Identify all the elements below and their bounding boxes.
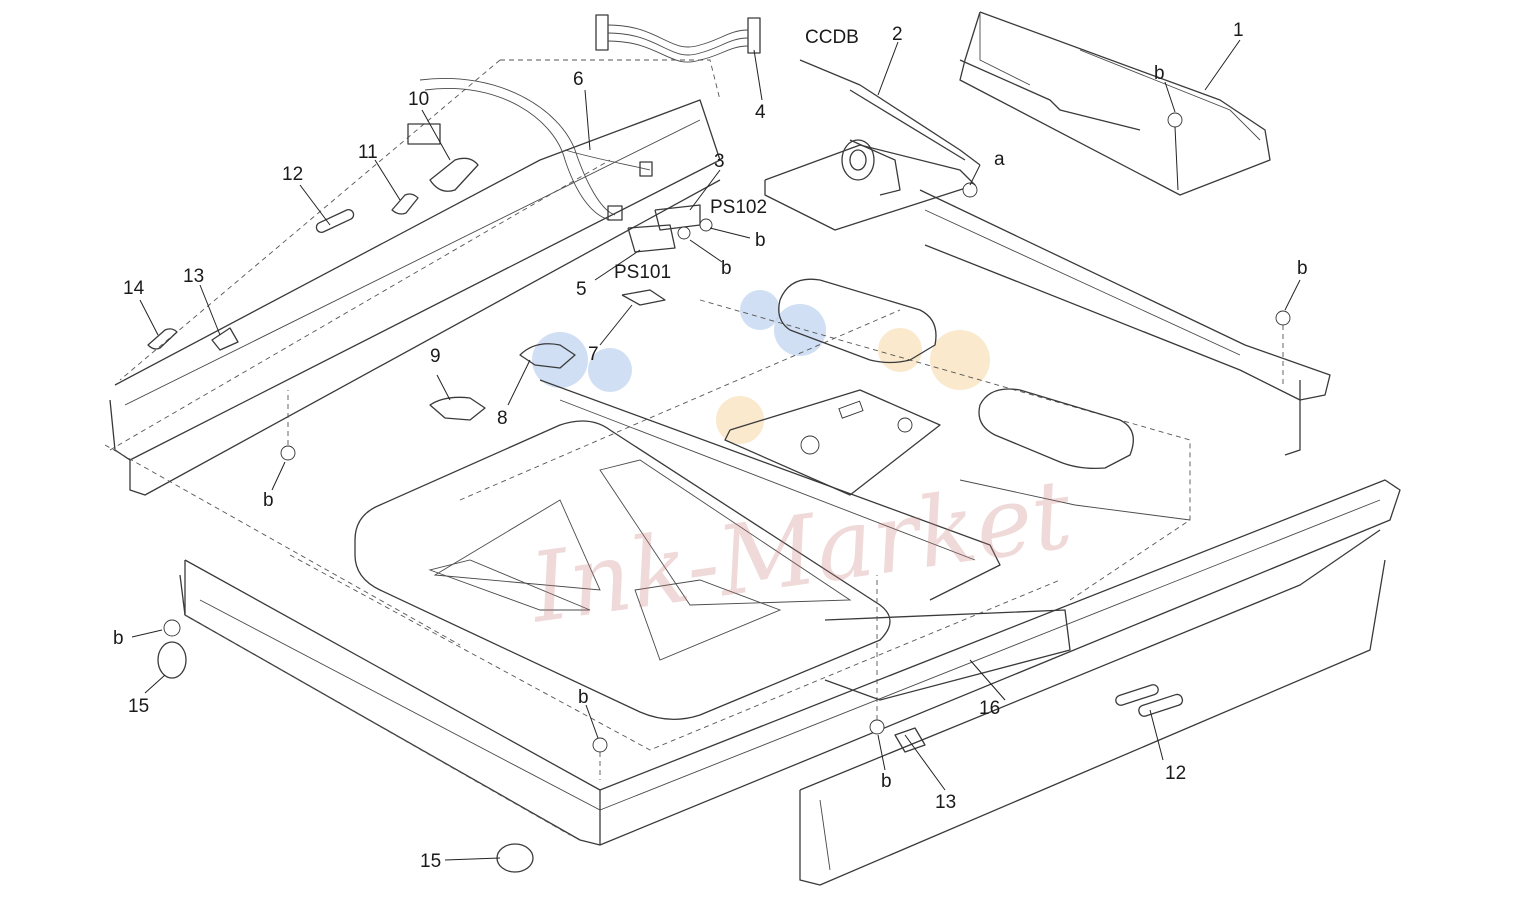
label-ps101: PS101 [614,262,671,283]
callout-13-top: 13 [183,266,204,287]
callout-10: 10 [408,89,429,110]
callout-2: 2 [892,24,903,45]
callout-9: 9 [430,346,441,367]
part-15-cap-top [157,641,187,679]
label-b-1: b [1154,63,1165,84]
callout-11: 11 [358,142,378,163]
scanner-slider-plate [724,389,941,496]
screw-icon [280,390,296,461]
callout-12-bottom: 12 [1165,763,1186,784]
part-11-grommet [391,193,419,215]
part-3-sensor-ps102 [654,204,701,231]
label-a: a [994,149,1005,170]
sensor-and-brackets [429,204,701,421]
callout-6: 6 [573,69,584,90]
callout-1: 1 [1233,20,1244,41]
part-10-grommet [429,157,479,192]
screw-icon [1275,310,1291,385]
callout-5: 5 [576,279,587,300]
screw-icon [962,182,978,198]
part-4-harness [595,14,761,63]
part-9-bracket [429,396,486,421]
part-13-label-top [211,327,239,351]
callout-15-bottom: 15 [420,851,441,872]
callout-7: 7 [588,344,599,365]
label-b-7: b [578,687,589,708]
screw-icon [869,575,885,735]
center-base-plate [289,309,1061,751]
callout-8: 8 [497,408,508,429]
part-8-bracket [519,343,576,369]
label-b-8: b [881,771,892,792]
part-12-gasket-top [315,209,355,233]
part-10-connector [407,123,441,145]
leader-lines [131,39,1301,861]
screw-icon [677,226,691,240]
small-parts [147,123,1184,873]
screw-icon [163,619,181,637]
callout-3: 3 [714,151,725,172]
callout-12-top: 12 [282,164,303,185]
callout-13-bottom: 13 [935,792,956,813]
right-rear-bracket [919,189,1331,456]
part-1-cover [959,11,1271,196]
part-13-label-bottom [894,727,926,753]
part-6-harness [419,78,653,221]
screws [163,112,1291,780]
screw-icon [699,218,713,232]
part-2-scanner-unit [764,59,981,231]
callout-16: 16 [979,698,1000,719]
watermark-text: Ink-Market [522,458,1078,645]
callout-15-top: 15 [128,696,149,717]
label-b-3: b [755,230,766,251]
screw-icon [592,737,608,780]
label-b-5: b [263,490,274,511]
part-12-gasket-bottom [1115,684,1159,706]
rear-side-rail [104,59,721,646]
watermark-dots [532,290,990,444]
label-b-2: b [1297,258,1308,279]
part-15-cap-bottom [496,843,534,873]
callout-14: 14 [123,278,145,299]
label-ccdb: CCDB [805,27,859,48]
callout-labels: 1 2 3 4 5 6 7 8 9 10 11 12 12 13 13 14 1… [113,20,1308,872]
right-inner-plate [539,278,1191,701]
label-b-6: b [113,628,124,649]
label-ps102: PS102 [710,197,767,218]
callout-4: 4 [755,102,766,123]
screw-icon [1167,112,1183,191]
part-7-bracket [621,289,666,306]
label-b-4: b [721,258,732,279]
part-5-sensor-ps101 [627,224,676,253]
base-frame [179,479,1401,886]
part-14-pad [147,328,178,350]
